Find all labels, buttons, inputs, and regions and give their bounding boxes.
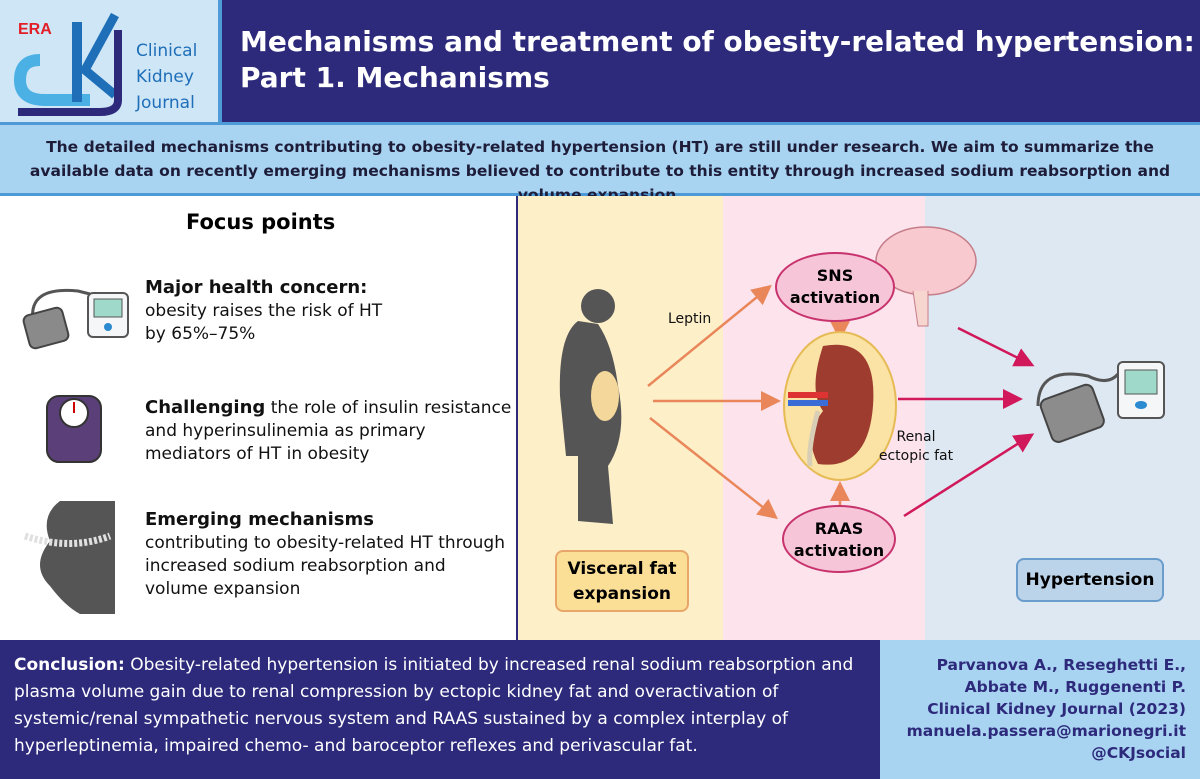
citation: Parvanova A., Reseghetti E., Abbate M., … — [880, 640, 1200, 779]
raas-activation-node: RAAS activation — [782, 505, 896, 573]
brain-icon — [875, 226, 977, 327]
arrow-raas — [649, 417, 778, 520]
leptin-label: Leptin — [668, 311, 712, 327]
focus-item-1: Major health concern:obesity raises the … — [145, 277, 383, 344]
blood-pressure-monitor-icon — [22, 288, 129, 350]
hypertension-box: Hypertension — [1016, 558, 1164, 602]
authors-line-1: Parvanova A., Reseghetti E., — [936, 656, 1186, 674]
focus-title: Focus points — [186, 210, 336, 234]
visceral-fat-box: Visceral fat expansion — [555, 550, 689, 612]
ckj-logo-icon: ERA Clinical Kidney Journal — [13, 12, 197, 116]
mechanism-diagram — [559, 226, 1165, 524]
title-line-1: Mechanisms and treatment of obesity-rela… — [240, 25, 1195, 58]
waist-measuring-tape-icon — [23, 501, 115, 614]
arrow-leptin — [647, 284, 772, 387]
arrow-sns-ht — [957, 326, 1035, 367]
divider — [516, 196, 518, 640]
weighing-scale-icon — [46, 395, 102, 463]
page-title: Mechanisms and treatment of obesity-rela… — [218, 0, 1200, 122]
focus-points-panel: Focus points Major health concern:obesit… — [0, 196, 516, 640]
journal-logo: ERA Clinical Kidney Journal — [0, 0, 218, 122]
title-line-2: Part 1. Mechanisms — [240, 61, 550, 94]
journal-reference: Clinical Kidney Journal (2023) — [927, 700, 1186, 718]
renal-ectopic-fat-label: Renal ectopic fat — [878, 429, 954, 464]
svg-text:Journal: Journal — [135, 93, 195, 113]
kidney-with-fat-icon — [783, 331, 897, 481]
svg-text:ERA: ERA — [18, 21, 52, 38]
sns-activation-node: SNS activation — [775, 252, 895, 322]
svg-text:Kidney: Kidney — [136, 67, 194, 87]
contact-email[interactable]: manuela.passera@marionegri.it — [906, 722, 1186, 740]
svg-text:Clinical: Clinical — [136, 41, 197, 61]
authors-line-2: Abbate M., Ruggenenti P. — [964, 678, 1186, 696]
focus-item-2: Challenging the role of insulin resistan… — [145, 397, 512, 464]
social-handle[interactable]: @CKJsocial — [1091, 744, 1186, 762]
conclusion: Conclusion: Obesity-related hypertension… — [0, 640, 880, 779]
blood-pressure-monitor-icon — [1036, 361, 1165, 443]
obese-person-icon — [559, 289, 622, 524]
intro-text: The detailed mechanisms contributing to … — [0, 122, 1200, 204]
arrow-raas-ht — [903, 433, 1035, 518]
